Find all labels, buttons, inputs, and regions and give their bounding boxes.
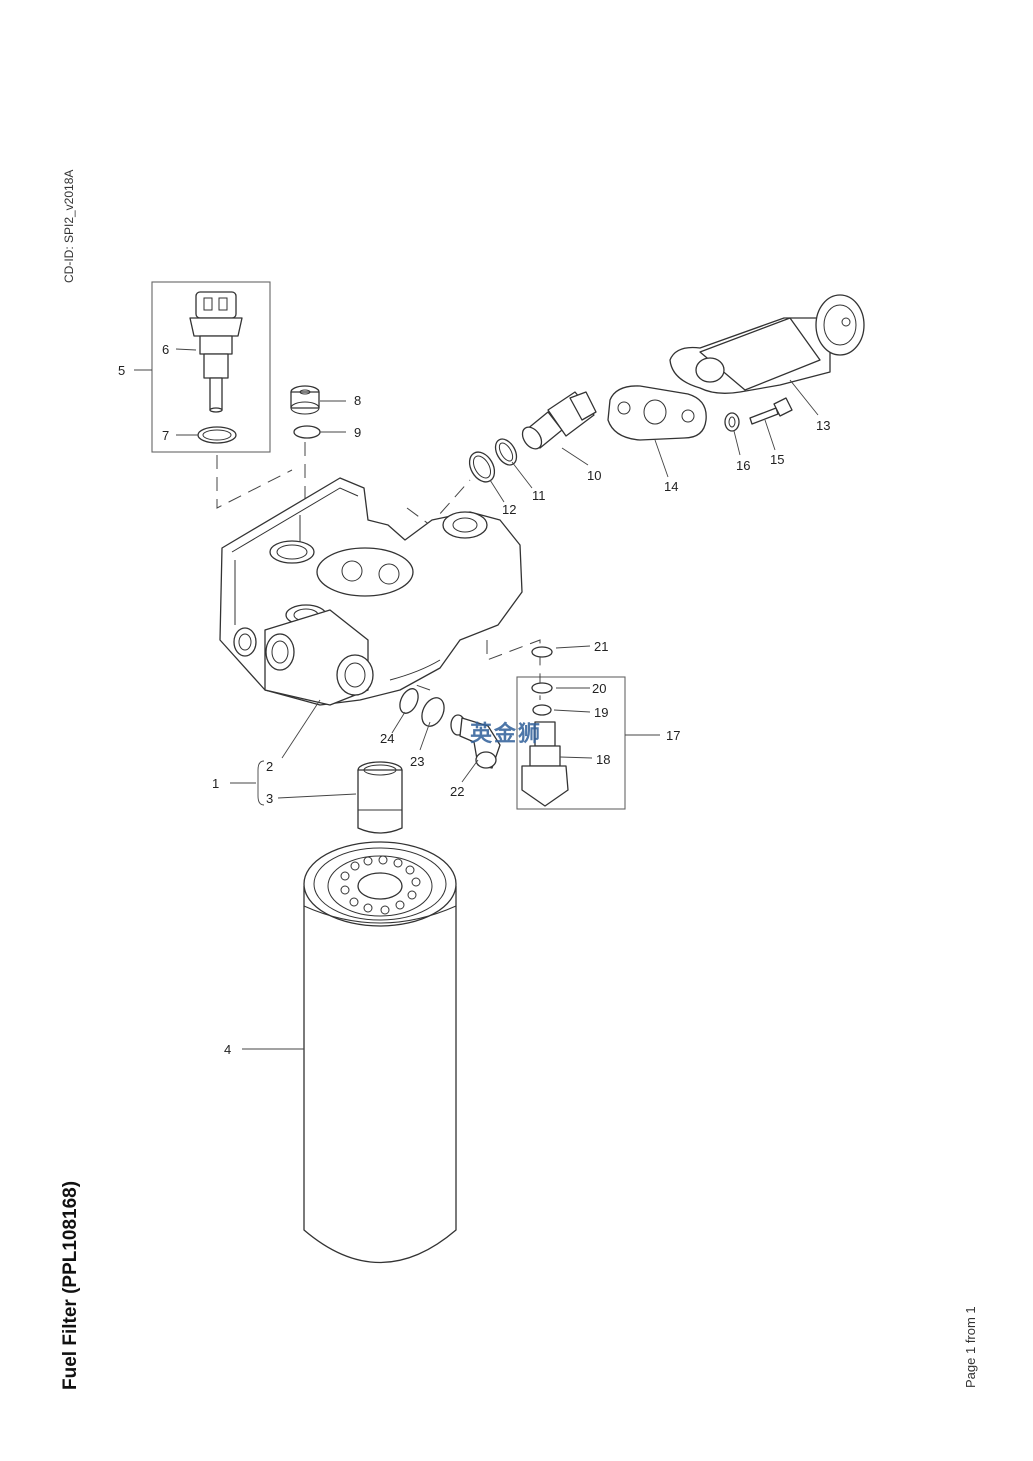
callout-2: 2 bbox=[266, 759, 273, 774]
group-box-17 bbox=[516, 676, 626, 810]
callout-22: 22 bbox=[450, 784, 464, 799]
ring-part-20 bbox=[531, 682, 553, 694]
callout-20: 20 bbox=[592, 681, 606, 696]
ring-part-19 bbox=[532, 704, 552, 716]
callout-1: 1 bbox=[212, 776, 219, 791]
fitting-part-10 bbox=[521, 391, 597, 450]
oring-part-7 bbox=[197, 426, 237, 444]
callout-17: 17 bbox=[666, 728, 680, 743]
filter-head-part-2 bbox=[219, 477, 523, 706]
valve-part-18 bbox=[521, 721, 569, 807]
washer-part-16 bbox=[724, 412, 740, 432]
pump-part-13 bbox=[669, 294, 865, 394]
callout-9: 9 bbox=[354, 425, 361, 440]
callout-6: 6 bbox=[162, 342, 169, 357]
callout-18: 18 bbox=[596, 752, 610, 767]
oring-part-24 bbox=[399, 688, 419, 714]
group-box-5 bbox=[151, 281, 271, 453]
plug-part-8 bbox=[290, 385, 320, 415]
callout-16: 16 bbox=[736, 458, 750, 473]
callout-15: 15 bbox=[770, 452, 784, 467]
leader-lines bbox=[134, 348, 819, 1050]
filter-canister-part-4 bbox=[303, 841, 457, 1264]
oring-part-11 bbox=[494, 438, 518, 466]
watermark-text: 英金狮 bbox=[470, 721, 543, 746]
callout-labels: 1 2 3 4 5 6 7 8 9 10 11 12 13 14 15 16 1… bbox=[118, 342, 830, 1057]
callout-12: 12 bbox=[502, 502, 516, 517]
callout-11: 11 bbox=[532, 488, 546, 503]
gasket-part-14 bbox=[607, 385, 707, 441]
ring-part-21 bbox=[531, 646, 553, 658]
callout-24: 24 bbox=[380, 731, 394, 746]
callout-5: 5 bbox=[118, 363, 125, 378]
callout-13: 13 bbox=[816, 418, 830, 433]
callout-7: 7 bbox=[162, 428, 169, 443]
oring-part-12 bbox=[468, 451, 496, 483]
oring-part-9 bbox=[293, 425, 321, 439]
callout-14: 14 bbox=[664, 479, 678, 494]
sleeve-part-3 bbox=[357, 761, 403, 834]
callout-3: 3 bbox=[266, 791, 273, 806]
oring-part-23 bbox=[421, 697, 445, 727]
elbow-part-22 bbox=[450, 714, 501, 769]
callout-23: 23 bbox=[410, 754, 424, 769]
callout-19: 19 bbox=[594, 705, 608, 720]
callout-10: 10 bbox=[587, 468, 601, 483]
callout-8: 8 bbox=[354, 393, 361, 408]
callout-21: 21 bbox=[594, 639, 608, 654]
bolt-part-15 bbox=[749, 397, 793, 425]
callout-4: 4 bbox=[224, 1042, 231, 1057]
sensor-part-6 bbox=[189, 291, 243, 413]
